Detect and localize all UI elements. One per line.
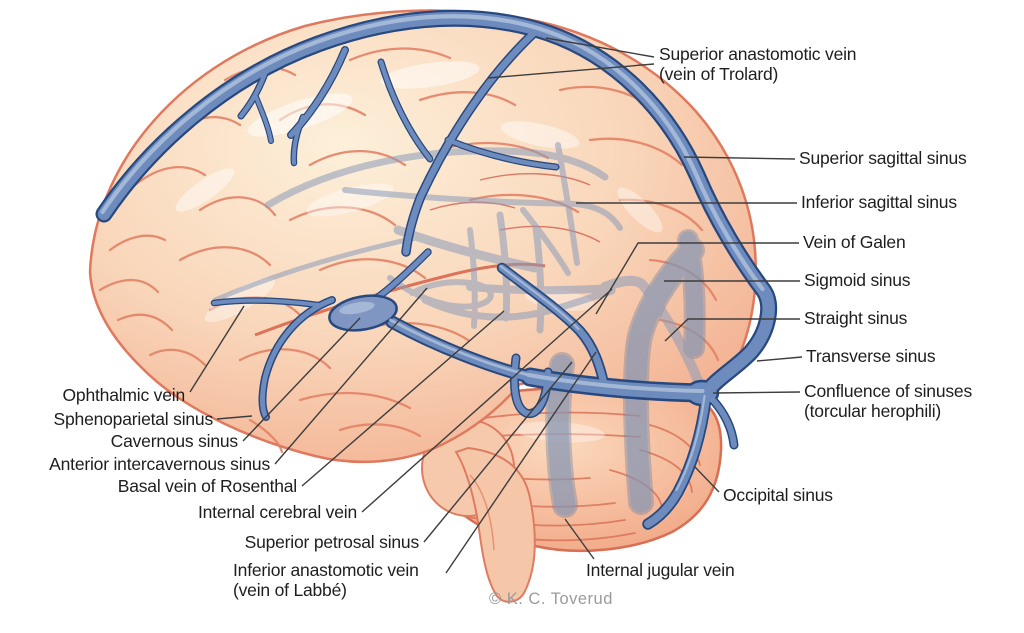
label-anterior-intercavernous-sinus: Anterior intercavernous sinus xyxy=(49,454,270,474)
sphenoparietal-sinus-shape xyxy=(260,297,335,420)
label-internal-cerebral-vein: Internal cerebral vein xyxy=(197,502,357,522)
label-sphenoparietal-sinus: Sphenoparietal sinus xyxy=(53,409,214,429)
label-cavernous-sinus: Cavernous sinus xyxy=(110,431,239,451)
label-inferior-sagittal-sinus: Inferior sagittal sinus xyxy=(801,192,957,212)
label-vein-of-galen: Vein of Galen xyxy=(803,232,906,252)
straight-sinus-shape xyxy=(600,275,706,393)
label-ophthalmic-vein: Ophthalmic vein xyxy=(62,385,186,405)
label-superior-sagittal-sinus: Superior sagittal sinus xyxy=(799,148,967,168)
label-occipital-sinus: Occipital sinus xyxy=(723,485,833,505)
label-inferior-anastomotic-vein: Inferior anastomotic vein(vein of Labbé) xyxy=(233,560,419,600)
label-straight-sinus: Straight sinus xyxy=(804,308,908,328)
label-internal-jugular-vein: Internal jugular vein xyxy=(586,560,735,580)
artist-credit: © K. C. Toverud xyxy=(489,590,613,608)
vein-highlights xyxy=(100,14,765,492)
inferior-sagittal-sinus-shape xyxy=(342,187,623,231)
cavernous-sinus-shape xyxy=(328,294,398,332)
label-confluence-of-sinuses: Confluence of sinuses(torcular herophili… xyxy=(804,381,972,421)
label-superior-petrosal-sinus: Superior petrosal sinus xyxy=(244,532,420,552)
ophthalmic-vein-shape xyxy=(212,298,320,307)
label-superior-anastomotic-vein: Superior anastomotic vein(vein of Trolar… xyxy=(659,44,857,84)
label-transverse-sinus: Transverse sinus xyxy=(806,346,936,366)
superior-anastomotic-vein-shape xyxy=(402,27,540,256)
occipital-sinus-shape xyxy=(644,394,710,528)
label-basal-vein-of-rosenthal: Basal vein of Rosenthal xyxy=(117,476,297,496)
leader-lines xyxy=(189,37,803,574)
label-sigmoid-sinus: Sigmoid sinus xyxy=(804,270,911,290)
